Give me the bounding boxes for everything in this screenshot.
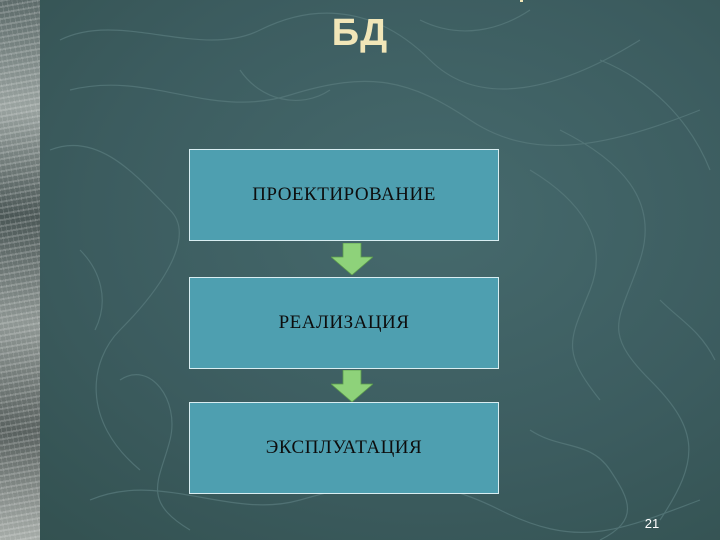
step-label-implementation: РЕАЛИЗАЦИЯ: [278, 312, 410, 333]
step-box-design: ПРОЕКТИРОВАНИЕ: [189, 149, 499, 241]
step-box-operation: ЭКСПЛУАТАЦИЯ: [189, 402, 499, 494]
left-texture-strip: [0, 0, 40, 540]
page-number: 21: [644, 516, 660, 531]
slide-title: БД: [331, 12, 389, 54]
step-box-implementation: РЕАЛИЗАЦИЯ: [189, 277, 499, 369]
step-label-operation: ЭКСПЛУАТАЦИЯ: [265, 437, 423, 458]
title-fragment-mark: [520, 0, 523, 2]
down-arrow-icon: [331, 370, 373, 402]
step-label-design: ПРОЕКТИРОВАНИЕ: [252, 184, 436, 205]
down-arrow-icon: [331, 243, 373, 275]
